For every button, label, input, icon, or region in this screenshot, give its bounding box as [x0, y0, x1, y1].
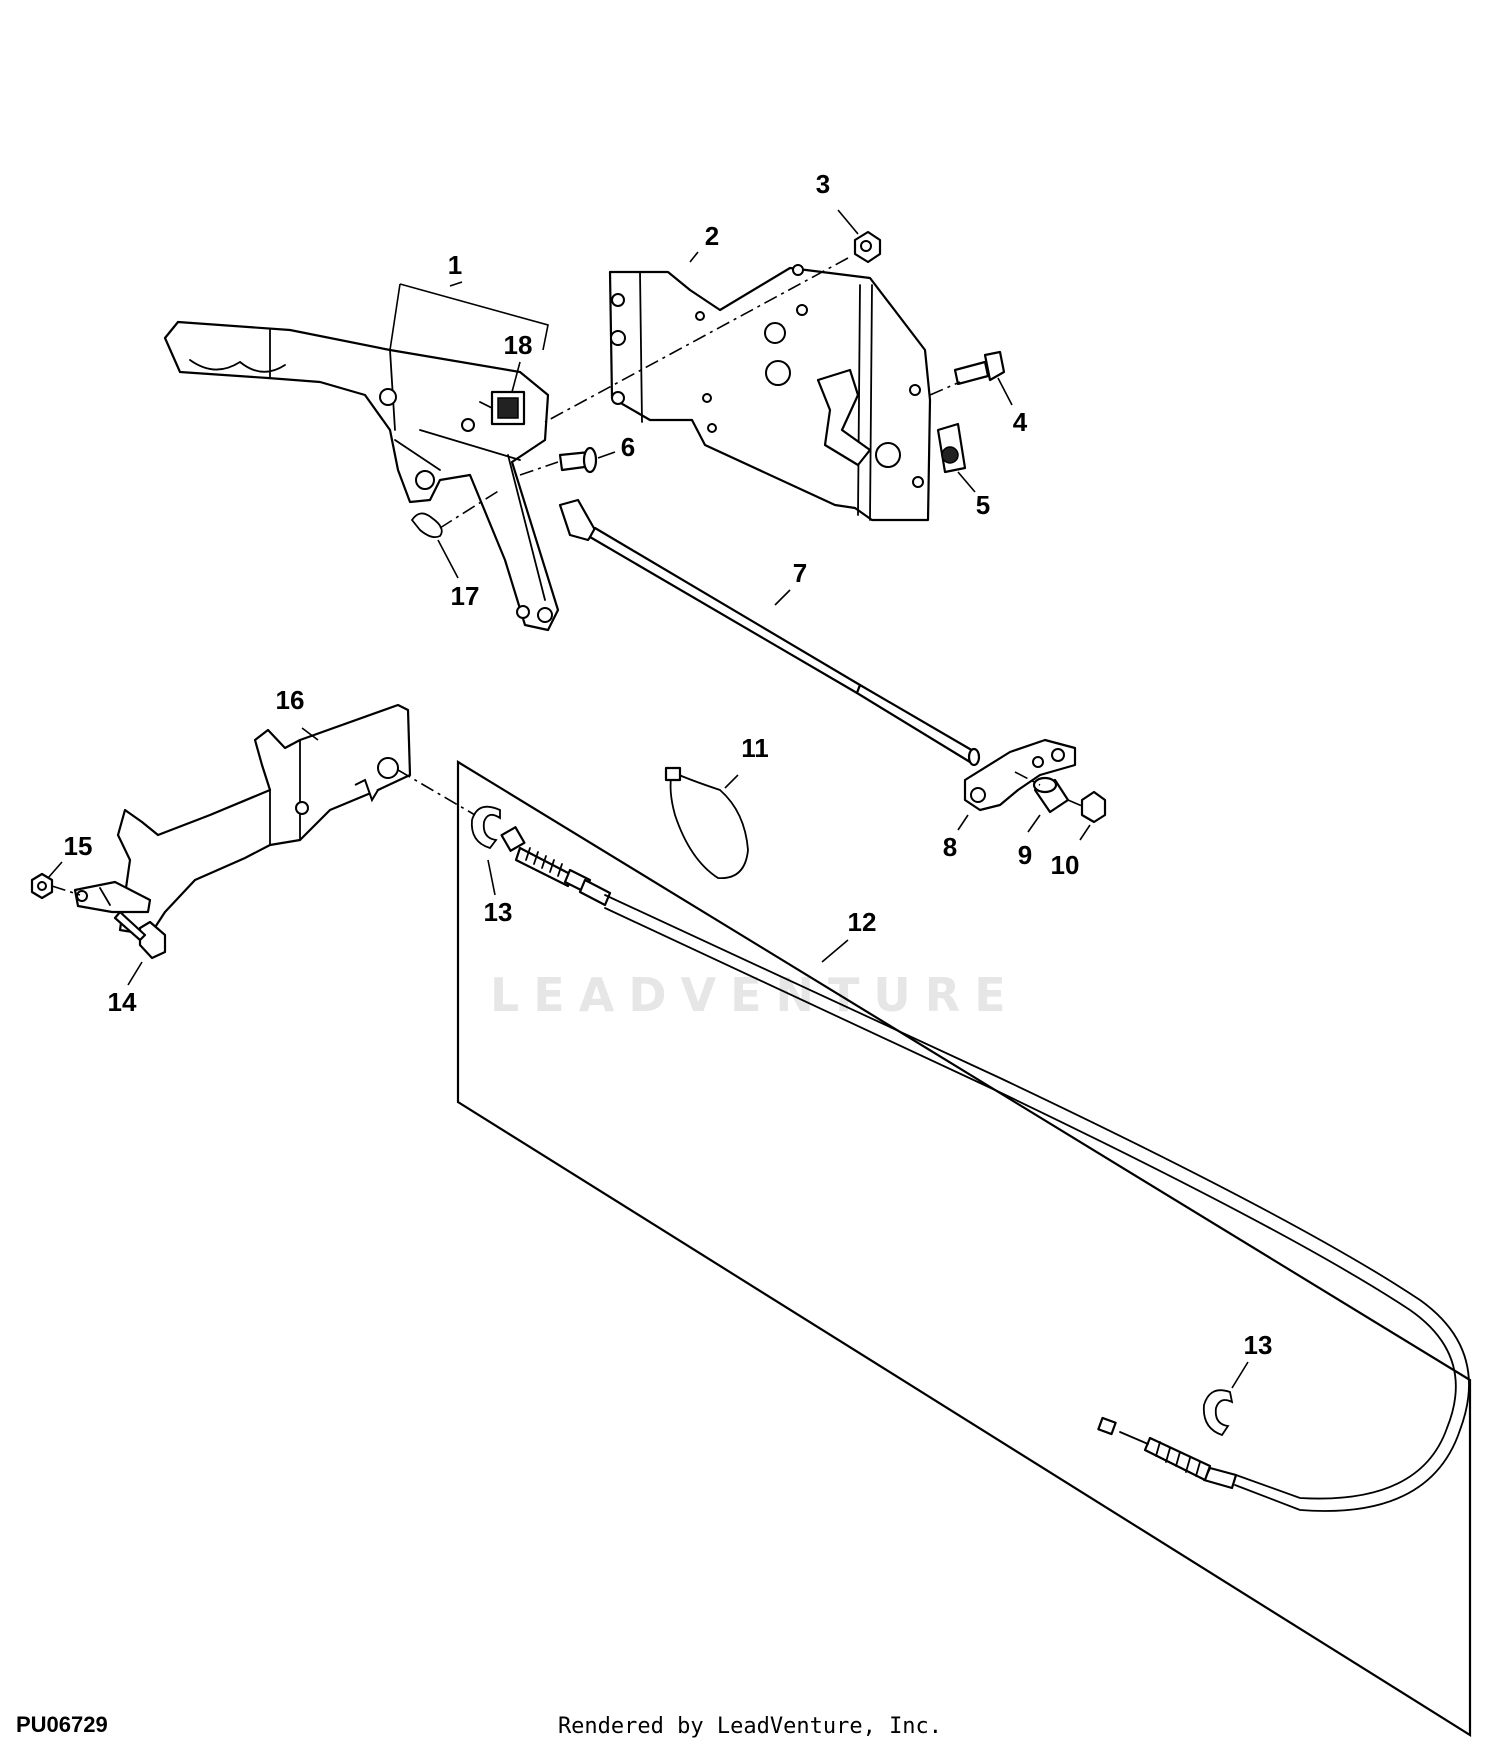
spring-clip-part [410, 512, 443, 539]
callout-14: 14 [108, 987, 137, 1017]
brake-rod-part [558, 498, 981, 767]
callout-3: 3 [816, 169, 830, 199]
nut-part-3 [853, 230, 882, 264]
callout-18: 18 [504, 330, 533, 360]
callout-6: 6 [621, 432, 635, 462]
nut-part-15 [30, 872, 54, 900]
callout-4: 4 [1013, 407, 1028, 437]
locknut-part-10 [1080, 790, 1107, 824]
figure-code: PU06729 [16, 1712, 108, 1737]
watermark-text: LEADVENTURE [490, 968, 1020, 1022]
callout-15: 15 [64, 831, 93, 861]
callout-1: 1 [448, 250, 462, 280]
clip-nut-part-5 [936, 422, 967, 474]
callout-13-lower: 13 [1244, 1330, 1273, 1360]
pin-part [558, 446, 598, 474]
callout-1-bracket [399, 283, 549, 351]
callout-10: 10 [1051, 850, 1080, 880]
callout-12: 12 [848, 907, 877, 937]
cable-bracket-part [73, 703, 412, 937]
callout-11: 11 [741, 733, 769, 763]
callout-labels: 1 2 3 4 5 6 7 8 9 10 11 12 13 13 14 15 1… [64, 169, 1273, 1360]
callout-16: 16 [276, 685, 305, 715]
bolt-part-4 [953, 350, 1006, 386]
callout-9: 9 [1018, 840, 1032, 870]
callout-2: 2 [705, 221, 719, 251]
control-cable-part [500, 826, 1470, 1512]
spacer-part [1032, 776, 1070, 814]
mounting-plate-part [608, 264, 932, 522]
e-clip-lower [1202, 1389, 1234, 1437]
cable-tie-part [664, 766, 749, 879]
callout-17: 17 [451, 581, 480, 611]
cable-panel-outline [456, 760, 1472, 1737]
callout-5: 5 [976, 490, 990, 520]
switch-part [479, 390, 526, 426]
render-credit: Rendered by LeadVenture, Inc. [557, 1714, 943, 1739]
bolt-part-14 [113, 910, 167, 960]
e-clip-upper [470, 805, 501, 850]
brake-lever-assembly [163, 320, 560, 632]
callout-8: 8 [943, 832, 957, 862]
callout-7: 7 [793, 558, 807, 588]
callout-13-upper: 13 [484, 897, 513, 927]
